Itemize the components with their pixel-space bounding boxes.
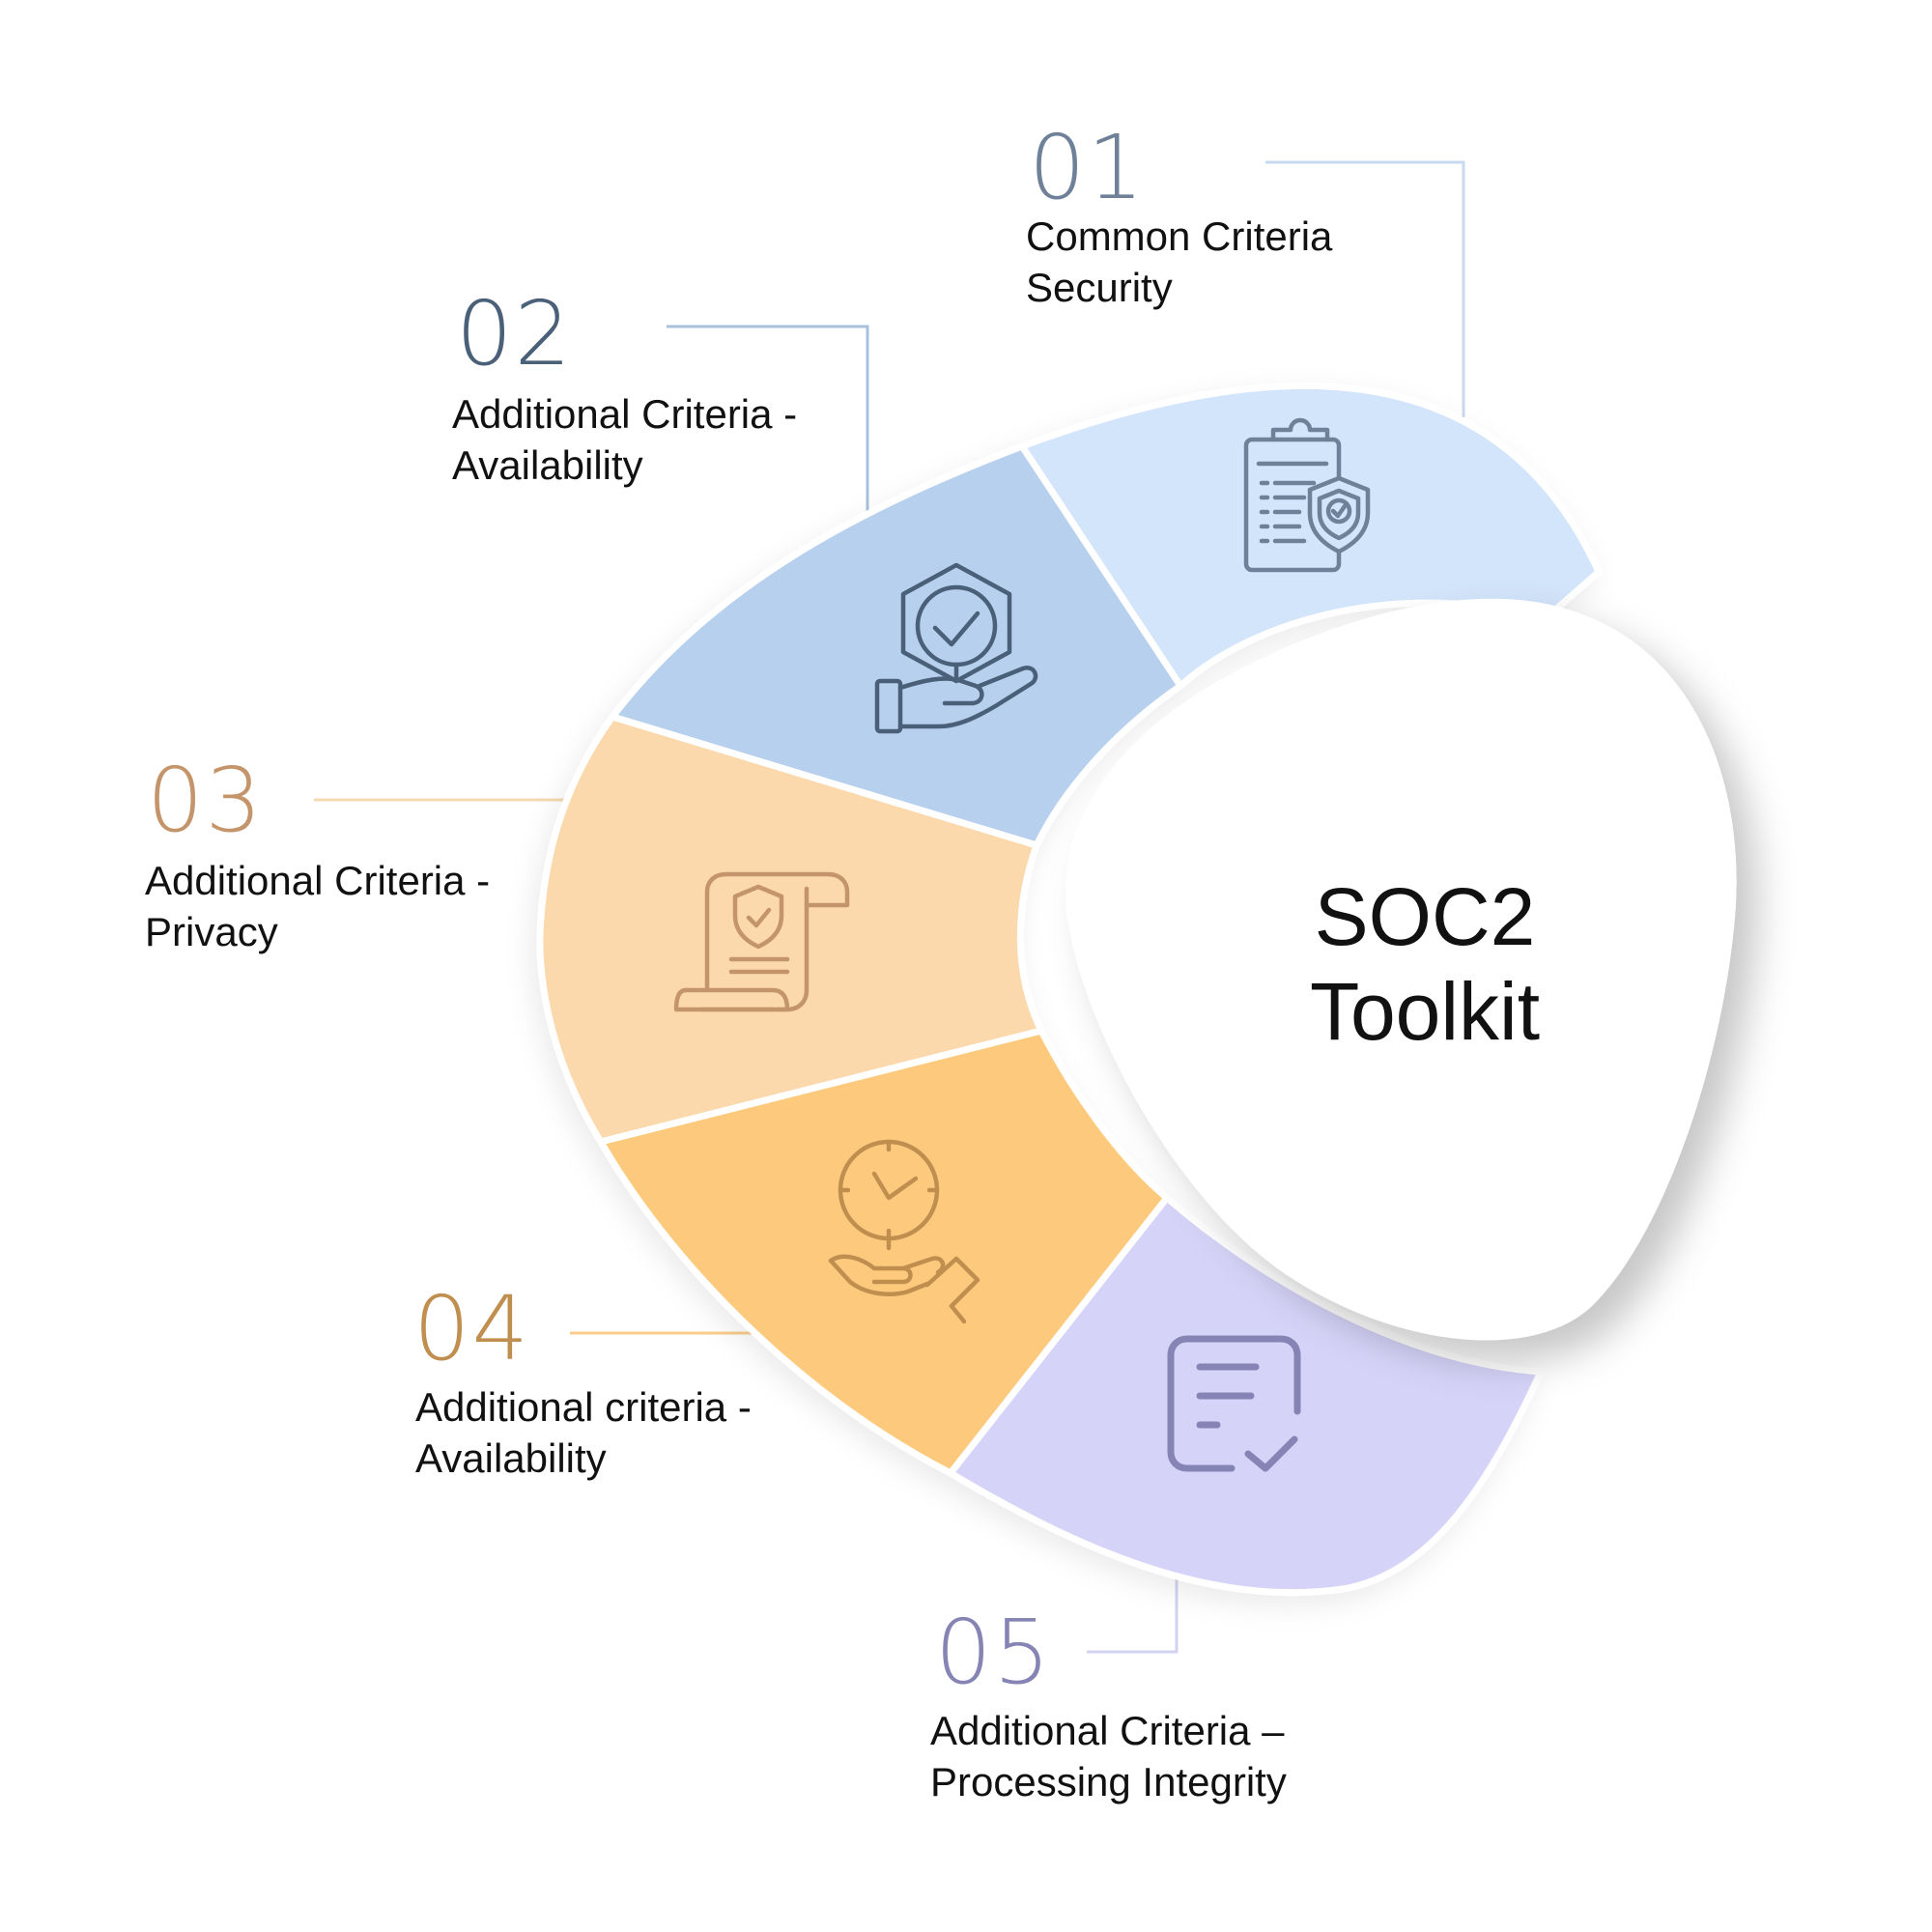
step-label-03: Additional Criteria - Privacy <box>145 855 490 957</box>
center-title-line2: Toolkit <box>1309 966 1541 1057</box>
segment-02 <box>609 442 1184 849</box>
document-check-icon <box>1167 1335 1301 1472</box>
step-number-04: 04 <box>413 1277 531 1380</box>
step-label-02-line2: Availability <box>452 442 643 488</box>
step-label-04-line2: Availability <box>415 1435 607 1481</box>
segment-03 <box>536 713 1045 1146</box>
clipboard-shield-icon <box>1243 417 1371 573</box>
hand-hexagon-check-icon <box>874 562 1038 734</box>
step-label-05: Additional Criteria – Processing Integri… <box>930 1705 1287 1807</box>
step-label-01-line2: Security <box>1026 265 1173 310</box>
step-label-04: Additional criteria - Availability <box>415 1381 752 1484</box>
center-title-line1: SOC2 <box>1314 871 1536 962</box>
step-number-01: 01 <box>1029 116 1147 219</box>
connector-line-05 <box>1087 1565 1179 1654</box>
step-label-02-line1: Additional Criteria - <box>452 391 798 437</box>
step-label-03-line2: Privacy <box>145 909 278 954</box>
segment-01 <box>1018 382 1603 690</box>
step-label-01: Common Criteria Security <box>1026 211 1332 313</box>
step-label-02: Additional Criteria - Availability <box>452 388 797 491</box>
segment-04 <box>597 1027 1171 1477</box>
step-label-05-line1: Additional Criteria – <box>930 1708 1285 1753</box>
center-title: SOC2 Toolkit <box>1285 869 1565 1059</box>
step-number-03: 03 <box>147 749 265 852</box>
scroll-shield-icon <box>673 871 850 1012</box>
connector-line-02 <box>667 325 869 517</box>
step-label-04-line1: Additional criteria - <box>415 1384 752 1430</box>
step-label-05-line2: Processing Integrity <box>930 1759 1287 1804</box>
connector-line-01 <box>1265 160 1465 417</box>
step-number-05: 05 <box>935 1601 1053 1704</box>
step-number-02: 02 <box>456 282 574 385</box>
step-label-01-line1: Common Criteria <box>1026 213 1333 259</box>
step-label-03-line1: Additional Criteria - <box>145 858 491 903</box>
center-blob <box>1065 598 1737 1341</box>
hand-clock-icon <box>828 1139 980 1324</box>
